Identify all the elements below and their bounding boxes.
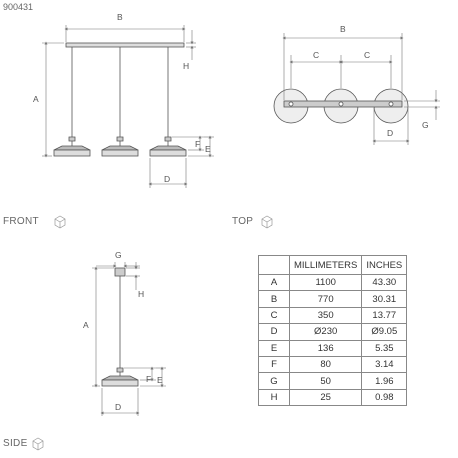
front-dim-f-label: F	[195, 139, 200, 149]
front-dim-a-label: A	[33, 94, 39, 104]
top-view-label: TOP	[232, 216, 254, 227]
table-cell-key: D	[258, 323, 290, 341]
table-cell-mm: 1100	[288, 273, 363, 292]
front-dim-b-label: B	[117, 12, 123, 22]
front-dimensions	[42, 25, 214, 188]
side-view-label: SIDE	[3, 438, 28, 449]
table-cell-mm: 350	[288, 306, 363, 325]
table-row: F 80 3.14	[258, 355, 408, 374]
table-row: E 136 5.35	[258, 339, 408, 357]
table-cell-key: B	[258, 290, 290, 308]
top-dimensions	[282, 33, 440, 145]
front-shade-left	[53, 136, 91, 157]
top-view	[273, 88, 409, 124]
table-cell-mm: 25	[288, 388, 363, 407]
front-ceiling-bar	[65, 42, 185, 48]
front-cube-icon	[54, 215, 66, 229]
front-view	[53, 42, 187, 157]
front-shade-right	[149, 136, 187, 157]
side-dim-h-label: H	[138, 289, 144, 299]
front-dim-e-label: E	[205, 144, 211, 154]
table-cell-in: 5.35	[361, 339, 408, 357]
side-ceiling-bar	[114, 267, 126, 277]
table-cell-key: E	[258, 339, 290, 357]
table-cell-key: H	[258, 388, 290, 407]
top-dim-g-label: G	[422, 120, 429, 130]
top-dim-b-label: B	[340, 24, 346, 34]
table-cell-in: 1.96	[361, 372, 408, 390]
table-cell-mm: Ø230	[288, 323, 363, 341]
table-header-mm: MILLIMETERS	[288, 255, 363, 275]
table-cell-mm: 136	[288, 339, 363, 357]
dimensions-table: MILLIMETERS INCHES A 1100 43.30 B 770 30…	[258, 255, 408, 407]
table-cell-key: C	[258, 306, 290, 325]
side-dim-e-label: E	[157, 375, 163, 385]
table-row: A 1100 43.30	[258, 273, 408, 292]
table-cell-mm: 770	[288, 290, 363, 308]
side-dimensions	[92, 262, 166, 416]
product-code: 900431	[3, 2, 34, 12]
table-cell-in: 0.98	[361, 388, 408, 407]
table-row: D Ø230 Ø9.05	[258, 323, 408, 341]
table-cell-in: 30.31	[361, 290, 408, 308]
table-row: C 350 13.77	[258, 306, 408, 325]
table-cell-key: F	[258, 355, 290, 374]
table-cell-in: 13.77	[361, 306, 408, 325]
front-dim-d-label: D	[164, 174, 170, 184]
table-row: B 770 30.31	[258, 290, 408, 308]
front-view-label: FRONT	[3, 216, 39, 227]
side-dim-a-label: A	[83, 320, 89, 330]
front-shade-middle	[101, 136, 139, 157]
front-dim-h-label: H	[183, 61, 189, 71]
top-dim-c-left-label: C	[313, 50, 319, 60]
table-header-row: MILLIMETERS INCHES	[258, 255, 408, 275]
table-row: H 25 0.98	[258, 388, 408, 407]
table-cell-in: 3.14	[361, 355, 408, 374]
side-cube-icon	[32, 437, 44, 451]
side-dim-d-label: D	[115, 402, 121, 412]
table-cell-in: Ø9.05	[361, 323, 408, 341]
top-dim-d-label: D	[387, 128, 393, 138]
side-shade	[101, 367, 139, 387]
top-dim-c-right-label: C	[364, 50, 370, 60]
table-cell-mm: 50	[288, 372, 363, 390]
side-view	[101, 267, 139, 387]
side-dim-f-label: F	[146, 374, 151, 384]
table-cell-key: G	[258, 372, 290, 390]
table-header-in: INCHES	[361, 255, 408, 275]
side-dim-g-label: G	[115, 250, 122, 260]
top-cube-icon	[261, 215, 273, 229]
table-cell-mm: 80	[288, 355, 363, 374]
table-cell-in: 43.30	[361, 273, 408, 292]
table-row: G 50 1.96	[258, 372, 408, 390]
table-cell-key: A	[258, 273, 290, 292]
table-header-key	[258, 255, 290, 275]
